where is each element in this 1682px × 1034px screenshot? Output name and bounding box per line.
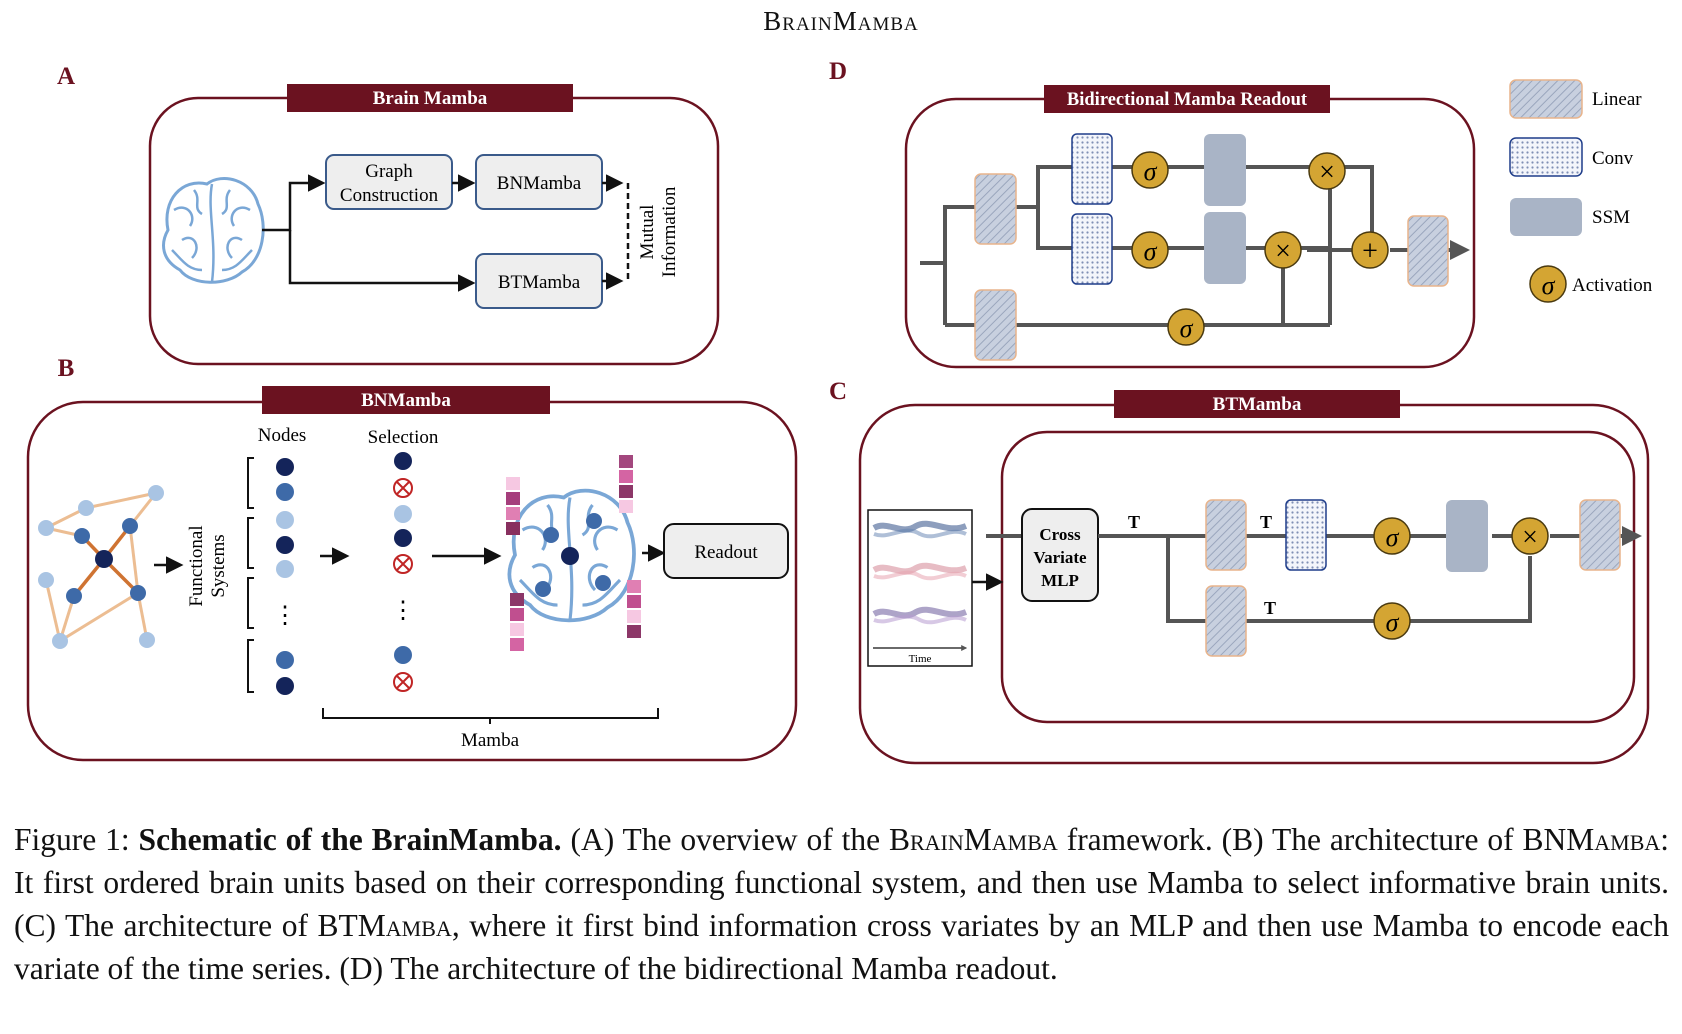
mult-d2: × xyxy=(1275,236,1291,267)
panel-c-title: BTMamba xyxy=(1213,394,1302,415)
figure-caption: Figure 1: Schematic of the BrainMamba. (… xyxy=(14,818,1669,990)
legend-activation: Activation xyxy=(1572,275,1653,296)
legend-sigma: σ xyxy=(1542,271,1556,300)
token-stack-1 xyxy=(506,477,520,535)
cv-label-3: MLP xyxy=(1041,571,1079,590)
graph-label-2: Construction xyxy=(340,185,439,206)
brain-icon xyxy=(162,176,265,284)
conv-block-d1 xyxy=(1071,133,1113,205)
nodes-label: Nodes xyxy=(258,425,307,446)
panel-b-title: BNMamba xyxy=(361,390,451,411)
mult-d1: × xyxy=(1319,157,1335,188)
panel-d-title: Bidirectional Mamba Readout xyxy=(1067,90,1308,110)
t-label-3: T xyxy=(1264,598,1276,618)
caption-s3: : It first ordered brain units based on … xyxy=(14,822,1670,943)
page-header: BrainMamba xyxy=(763,6,919,36)
cross-variate-mlp-box xyxy=(1021,508,1099,602)
legend-conv-swatch xyxy=(1509,137,1583,177)
bnmamba-label: BNMamba xyxy=(497,173,582,194)
legend-ssm-swatch xyxy=(1510,198,1582,236)
panel-letter-a: A xyxy=(57,63,75,90)
sigma-c1: σ xyxy=(1386,523,1400,552)
fs-label-1: Functional xyxy=(186,525,207,606)
t-label-2: T xyxy=(1260,512,1272,532)
legend-ssm: SSM xyxy=(1592,207,1630,228)
caption-figure-label: Figure 1: xyxy=(14,822,130,857)
nodes-ellipsis: ⋮ xyxy=(273,603,297,629)
legend-linear-swatch xyxy=(1509,79,1583,119)
sigma-c2: σ xyxy=(1386,608,1400,637)
linear-block-c1 xyxy=(1205,499,1247,571)
sigma-d2: σ xyxy=(1144,237,1158,266)
caption-name-btmamba: BTMamba xyxy=(317,908,452,943)
readout-box xyxy=(663,523,789,579)
brain-graph xyxy=(38,485,164,649)
mult-c: × xyxy=(1522,522,1538,553)
panel-a: A Brain Mamba Graph Construction BNMamba… xyxy=(57,63,720,366)
linear-block-d2 xyxy=(974,289,1017,361)
graph-label-1: Graph xyxy=(365,161,413,182)
linear-block-d1 xyxy=(974,173,1017,245)
panel-d: D Bidirectional Mamba Readout σ σ xyxy=(829,58,1476,369)
conv-block-c xyxy=(1285,499,1327,571)
linear-block-c2 xyxy=(1205,585,1247,657)
panel-letter-b: B xyxy=(58,355,75,382)
caption-bold-title: Schematic of the BrainMamba. xyxy=(138,822,562,857)
panel-letter-d: D xyxy=(829,58,847,85)
time-label: Time xyxy=(909,653,932,665)
legend: Linear Conv SSM σ Activation xyxy=(1509,79,1653,303)
sigma-d3: σ xyxy=(1180,314,1194,343)
ssm-block-c xyxy=(1446,500,1488,572)
token-stack-4 xyxy=(627,580,641,638)
caption-s4: , where it first bind information cross … xyxy=(14,908,1669,986)
caption-s2: framework. (B) The architecture of xyxy=(1066,822,1514,857)
cv-label-2: Variate xyxy=(1033,548,1087,567)
readout-label: Readout xyxy=(694,542,758,563)
panel-c: C BTMamba Time Cross Variate MLP xyxy=(829,378,1650,765)
figure: A Brain Mamba Graph Construction BNMamba… xyxy=(26,58,1653,765)
btmamba-label: BTMamba xyxy=(498,272,581,293)
mi-label-2: Information xyxy=(659,186,680,277)
sigma-d1: σ xyxy=(1144,157,1158,186)
ssm-block-d1 xyxy=(1204,134,1246,206)
ssm-block-d2 xyxy=(1204,212,1246,284)
token-stack-2 xyxy=(619,455,633,513)
time-series-plot: Time xyxy=(867,509,973,667)
mi-label-1: Mutual xyxy=(637,205,658,260)
caption-name-brainmamba: BrainMamba xyxy=(888,822,1058,857)
panel-letter-c: C xyxy=(829,378,847,405)
conv-block-d2 xyxy=(1071,213,1113,285)
selection-column: ⋮ xyxy=(391,452,415,692)
legend-linear: Linear xyxy=(1592,89,1642,110)
fs-label-2: Systems xyxy=(208,534,229,597)
t-label-1: T xyxy=(1128,512,1140,532)
panel-a-title: Brain Mamba xyxy=(373,88,488,109)
caption-name-bnmamba: BNMamba xyxy=(1522,822,1661,857)
panel-b: B BNMamba xyxy=(26,355,798,762)
linear-block-c3 xyxy=(1579,499,1621,571)
cv-label-1: Cross xyxy=(1039,525,1081,544)
token-stack-3 xyxy=(510,593,524,651)
linear-block-d3 xyxy=(1407,215,1449,287)
plus-d: + xyxy=(1362,236,1378,267)
legend-conv: Conv xyxy=(1592,148,1634,169)
selection-ellipsis: ⋮ xyxy=(391,598,415,624)
caption-s1: (A) The overview of the xyxy=(570,822,881,857)
selection-label: Selection xyxy=(368,427,439,448)
mamba-label: Mamba xyxy=(461,730,520,751)
